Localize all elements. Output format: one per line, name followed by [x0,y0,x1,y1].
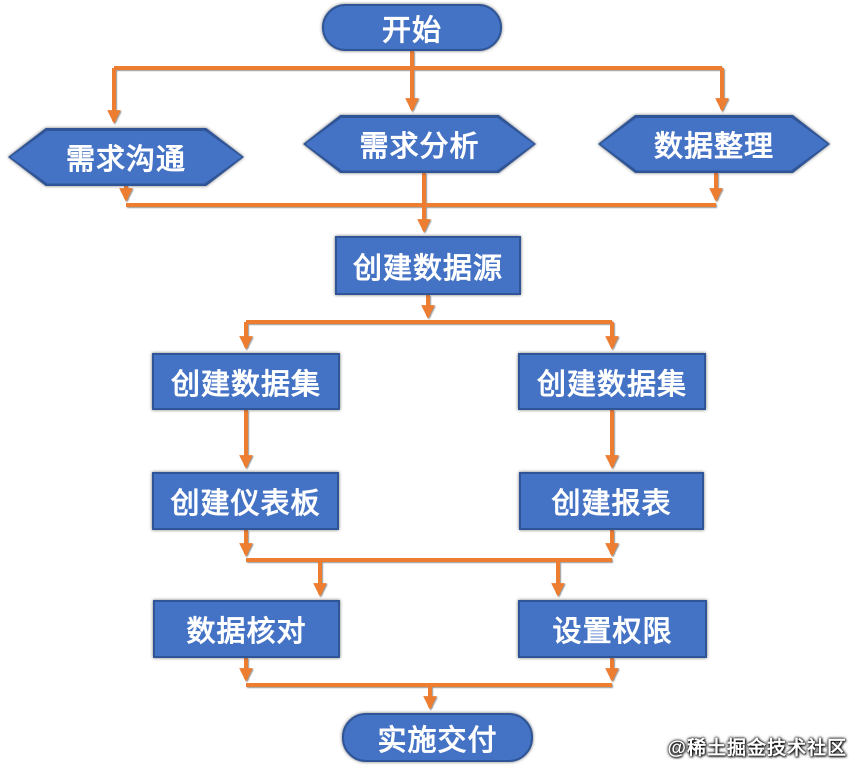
node-label: 创建仪表板 [170,488,321,520]
node-requirements-analysis: 需求分析 [303,115,536,173]
node-data-preparation: 数据整理 [598,115,830,173]
node-label: 创建报表 [551,488,672,520]
node-start: 开始 [322,4,502,51]
node-label: 实施交付 [377,724,498,757]
watermark: @稀土掘金技术社区 [667,738,847,759]
node-requirements-communication: 需求沟通 [8,128,244,186]
hexagon-fill [305,117,534,171]
node-create-report: 创建报表 [519,472,704,530]
node-set-permissions: 设置权限 [518,600,707,658]
node-label: 创建数据集 [536,368,687,401]
node-create-datasource: 创建数据源 [335,236,521,295]
node-label: 开始 [381,14,442,47]
node-label: 数据核对 [186,616,307,648]
node-data-check: 数据核对 [153,600,340,658]
node-label: 需求分析 [359,131,480,163]
node-label: 创建数据集 [170,368,321,401]
node-create-dashboard: 创建仪表板 [152,472,339,530]
hexagon-fill [600,117,828,171]
node-label: 设置权限 [552,616,673,648]
node-create-dataset-left: 创建数据集 [152,353,340,410]
node-delivery: 实施交付 [342,713,533,762]
hexagon-fill [10,130,242,184]
node-label: 数据整理 [653,131,774,163]
node-create-dataset-right: 创建数据集 [518,353,706,410]
node-label: 创建数据源 [352,252,503,285]
node-label: 需求沟通 [65,144,186,176]
